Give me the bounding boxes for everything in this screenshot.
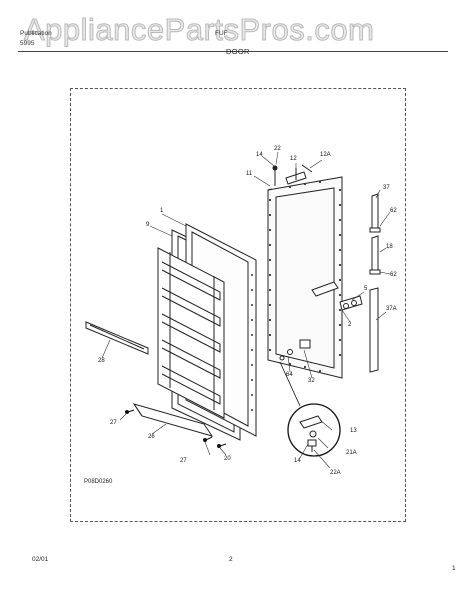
callout-14-bottom: 14 — [294, 458, 301, 464]
callout-12: 12 — [290, 156, 297, 162]
callout-11: 11 — [246, 171, 253, 177]
section-title: DOOR — [226, 47, 250, 56]
header-model-label: FUF — [215, 30, 228, 37]
callout-62-top: 62 — [390, 208, 397, 214]
bottom-shelf — [132, 403, 214, 437]
watermark-text: AppliancePartsPros.com — [23, 12, 375, 48]
leader-lines — [101, 151, 391, 469]
callout-32: 32 — [308, 378, 315, 384]
callout-20: 20 — [224, 456, 231, 462]
diagram-frame — [70, 88, 406, 522]
right-side-hardware — [279, 193, 381, 373]
hinge-detail-parts — [299, 415, 323, 452]
callout-21a: 21A — [346, 450, 357, 456]
screws — [125, 409, 227, 448]
callout-5: 5 — [364, 286, 368, 292]
header-rule — [18, 51, 448, 52]
callout-9: 9 — [146, 222, 150, 228]
callout-13: 13 — [350, 428, 357, 434]
footer-date: 02/01 — [32, 556, 49, 563]
outer-door-panel — [267, 176, 343, 379]
callout-64: 64 — [286, 372, 293, 378]
callout-22a: 22A — [330, 470, 341, 476]
callout-14-top: 14 — [256, 152, 263, 158]
hinge-detail-magnifier — [279, 361, 341, 457]
top-hinge-parts — [272, 164, 313, 186]
callout-22: 22 — [274, 146, 281, 152]
drawing-code: P08D0260 — [84, 479, 113, 485]
liner-rivets — [251, 274, 253, 411]
callout-37: 37 — [383, 185, 390, 191]
header-publication-number: 5995 — [20, 40, 35, 47]
callout-37a: 37A — [386, 306, 397, 312]
footer-sheet-number: 1 — [452, 565, 456, 572]
footer-page-number: 2 — [229, 556, 233, 563]
callout-2: 2 — [348, 322, 352, 328]
callout-28: 28 — [98, 358, 105, 364]
callout-27-upper: 27 — [110, 420, 117, 426]
callout-26: 26 — [148, 434, 155, 440]
callout-27-lower: 27 — [180, 458, 187, 464]
door-panel-rivets — [268, 180, 342, 373]
callout-62-bottom: 62 — [390, 272, 397, 278]
header-publication-label: Publication — [20, 30, 52, 37]
shelf-bar — [85, 321, 149, 355]
callout-12a: 12A — [320, 152, 331, 158]
callout-18: 18 — [386, 244, 393, 250]
callout-1: 1 — [160, 208, 164, 214]
door-shelf-liner — [157, 247, 225, 419]
